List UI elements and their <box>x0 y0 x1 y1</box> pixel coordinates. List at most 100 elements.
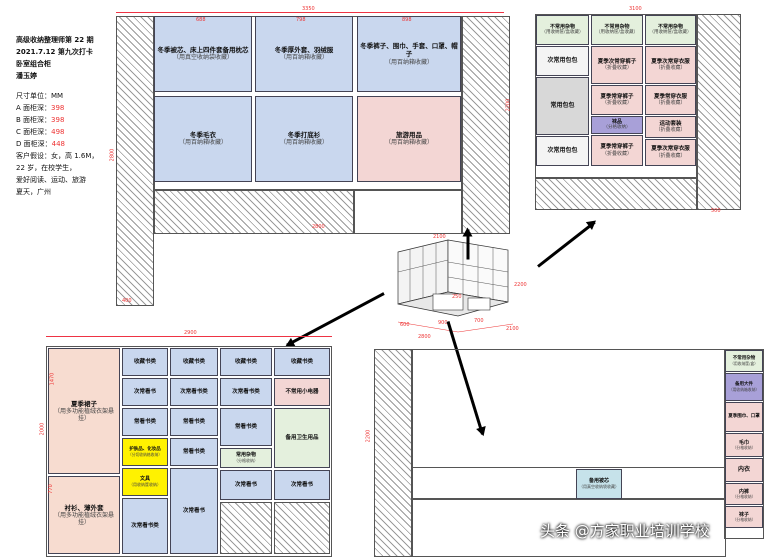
cell-winter-pants[interactable]: 冬季裤子、围巾、手套、口罩、帽子 （用百纳箱收藏） <box>357 16 461 92</box>
cell-title: 夏季常穿裤子 <box>600 144 634 151</box>
r-col3-sportswear[interactable]: 运动套装 （折叠收藏） <box>645 116 696 138</box>
br-side-underwear[interactable]: 内衣 <box>725 458 763 482</box>
bl-hang2-dim: 770 <box>47 484 54 494</box>
cell-winter-base-shirt[interactable]: 冬季打底衫 （用百纳箱收藏） <box>255 96 353 182</box>
info-b: B 面柜深：398 <box>16 114 116 126</box>
bl-c3-r3[interactable]: 常看书类 <box>220 408 272 446</box>
cell-title: 冬季毛衣 <box>190 131 216 140</box>
bl-c4-r1[interactable]: 收藏书类 <box>274 348 330 376</box>
cell-sub: （用百纳箱收藏） <box>384 139 433 147</box>
isometric-drawing <box>397 239 514 333</box>
bl-c4-toiletries[interactable]: 备用卫生用品 <box>274 408 330 468</box>
top-dim-side: 400 <box>122 298 132 304</box>
top-dim-bottom: 2800 <box>312 224 325 230</box>
bl-c1-cosmetics[interactable]: 护肤品、化妆品（分切收纳格收纳） <box>122 438 168 466</box>
bl-c2-r1[interactable]: 收藏书类 <box>170 348 218 376</box>
r-col3-shirts-2[interactable]: 夏季次常穿衣服 （折叠收藏） <box>645 46 696 84</box>
bl-shirts-jackets[interactable]: 衬衫、薄外套 （用多功能植绒衣架悬挂） <box>48 476 120 554</box>
cell-title: 收藏书类 <box>234 358 257 365</box>
info-line4: 潘玉婷 <box>16 72 37 80</box>
bottom-left-cabinet: 2900 2000 夏季裙子 （用多功能植绒衣架悬挂） 1470 衬衫、薄外套 … <box>39 330 334 557</box>
bl-c1-r6[interactable]: 次常看书类 <box>122 498 168 554</box>
br-side-socks[interactable]: 袜子（分格收纳） <box>725 506 763 528</box>
br-side-spare[interactable]: 备用大件（用收纳箱收纳） <box>725 373 763 401</box>
br-side-briefs[interactable]: 内裤（分格收纳） <box>725 483 763 505</box>
bl-c2-r5[interactable]: 次常看书 <box>170 468 218 554</box>
r-col2-pants-2[interactable]: 夏季次常穿裤子 （折叠收藏） <box>591 46 643 84</box>
cell-title: 护肤品、化妆品 <box>129 446 161 452</box>
r-col1-misc[interactable]: 不常用杂物 （用收纳筐/盒收藏） <box>536 15 589 45</box>
info-unit: 尺寸单位：MM <box>16 92 64 100</box>
cell-title: 常用包包 <box>550 102 575 110</box>
bl-c1-stationery[interactable]: 文具（用收纳筐收纳） <box>122 468 168 496</box>
bl-c4-r4[interactable]: 次常看书 <box>274 470 330 500</box>
cell-title: 次常看书 <box>234 481 257 488</box>
cell-title: 常看书类 <box>182 418 205 425</box>
r-col3-shirts[interactable]: 夏季常穿衣服 （折叠收藏） <box>645 85 696 115</box>
bl-c3-base <box>220 502 272 554</box>
r-col3-misc[interactable]: 不常用杂物 （用收纳筐/盒收藏） <box>645 15 696 45</box>
r-col2-misc[interactable]: 不常用杂物 （用收纳筐/盒收藏） <box>591 15 643 45</box>
b-value: 398 <box>51 116 65 124</box>
bl-dim-top: 2900 <box>184 330 197 336</box>
cell-title: 次常看书 <box>182 507 205 514</box>
top-dim-line <box>116 12 504 13</box>
br-side-towels[interactable]: 毛巾（分格收纳） <box>725 433 763 457</box>
bl-c3-r1[interactable]: 收藏书类 <box>220 348 272 376</box>
cell-sub: （折叠收藏） <box>655 65 686 72</box>
cell-title: 夏季次常穿裤子 <box>597 58 637 65</box>
bl-c3-r2[interactable]: 次常看书类 <box>220 378 272 406</box>
br-side-misc[interactable]: 不常用杂物（用收纳筐/盒） <box>725 350 763 372</box>
cell-sub: （用百纳箱收藏） <box>384 58 433 66</box>
br-spare-quilt[interactable]: 备用被芯 （用真空收纳袋收藏） <box>576 469 622 499</box>
bl-c3-misc[interactable]: 常用杂物（分格收纳） <box>220 448 272 468</box>
cell-title: 次常用包包 <box>547 57 578 65</box>
r-col1-bags[interactable]: 常用包包 <box>536 77 589 135</box>
bl-c3-r5[interactable]: 次常看书 <box>220 470 272 500</box>
bl-c2-r3[interactable]: 常看书类 <box>170 408 218 436</box>
cell-title: 衬衫、薄外套 <box>64 503 104 512</box>
cell-sub: （分格收纳） <box>603 125 631 131</box>
cell-sub: （用收纳筐/盒收藏） <box>541 30 584 36</box>
isometric-view: 2100 2800 2100 2200 250 600 900 700 <box>378 232 528 342</box>
d-label: D 面柜深： <box>16 140 52 148</box>
bl-c2-r2[interactable]: 次常看书类 <box>170 378 218 406</box>
br-side-scarf[interactable]: 夏季围巾、口罩 <box>725 402 763 432</box>
iso-dim-8: 700 <box>474 318 484 324</box>
cell-winter-bedding[interactable]: 冬季被芯、床上四件套备用枕芯 （用真空收纳袋收藏） <box>154 16 252 92</box>
cell-title: 文具 <box>139 476 150 483</box>
bl-c1-r2[interactable]: 次常看书 <box>122 378 168 406</box>
r-col1-bags-2[interactable]: 次常用包包 <box>536 46 589 76</box>
r-col2-socks[interactable]: 袜品 （分格收纳） <box>591 116 643 134</box>
cell-title: 不常用杂物 <box>549 24 575 31</box>
bl-c4-appliances[interactable]: 不常用小电器 <box>274 378 330 406</box>
cell-sub: （用真空收纳袋收藏） <box>172 54 233 62</box>
bl-c1-r1[interactable]: 收藏书类 <box>122 348 168 376</box>
cell-title: 次常看书类 <box>180 388 208 395</box>
r-col2-pants-3[interactable]: 夏季常穿裤子 （折叠收藏） <box>591 135 643 166</box>
r-col2-pants[interactable]: 夏季常穿裤子 （折叠收藏） <box>591 85 643 115</box>
bl-summer-skirts[interactable]: 夏季裙子 （用多功能植绒衣架悬挂） <box>48 348 120 474</box>
bl-c2-r4[interactable]: 常看书类 <box>170 438 218 466</box>
cell-winter-coat[interactable]: 冬季厚外套、羽绒服 （用百纳箱收藏） <box>255 16 353 92</box>
bl-c1-r3[interactable]: 常看书类 <box>122 408 168 436</box>
cell-title: 不常用杂物 <box>604 24 630 31</box>
cell-sub: （分格收纳） <box>732 493 756 499</box>
top-cabinet: 3350 2800 2200 2800 400 冬季被芯、床上四件套备用枕芯 （… <box>109 6 512 306</box>
info-d: D 面柜深：448 <box>16 138 116 150</box>
bl-hang1-dim: 1470 <box>49 372 56 386</box>
top-dim-right: 2200 <box>505 98 512 112</box>
iso-dim-1: 2100 <box>433 234 446 240</box>
iso-dim-7: 900 <box>438 320 448 326</box>
cell-dim-1: 688 <box>196 17 206 23</box>
cell-winter-sweater[interactable]: 冬季毛衣 （用百纳箱收藏） <box>154 96 252 182</box>
r-col1-bags-3[interactable]: 次常用包包 <box>536 136 589 166</box>
cell-title: 毛巾 <box>738 439 749 446</box>
cell-travel-items[interactable]: 旅游用品 （用百纳箱收藏） <box>357 96 461 182</box>
iso-dim-3: 2100 <box>506 326 519 332</box>
cell-sub: （用百纳箱收藏） <box>279 139 328 147</box>
right-dim-top: 3100 <box>629 6 642 12</box>
r-col3-shirts-3[interactable]: 夏季次常穿衣服 （折叠收藏） <box>645 139 696 166</box>
cell-title: 收藏书类 <box>133 358 156 365</box>
bl-c4-base <box>274 502 330 554</box>
